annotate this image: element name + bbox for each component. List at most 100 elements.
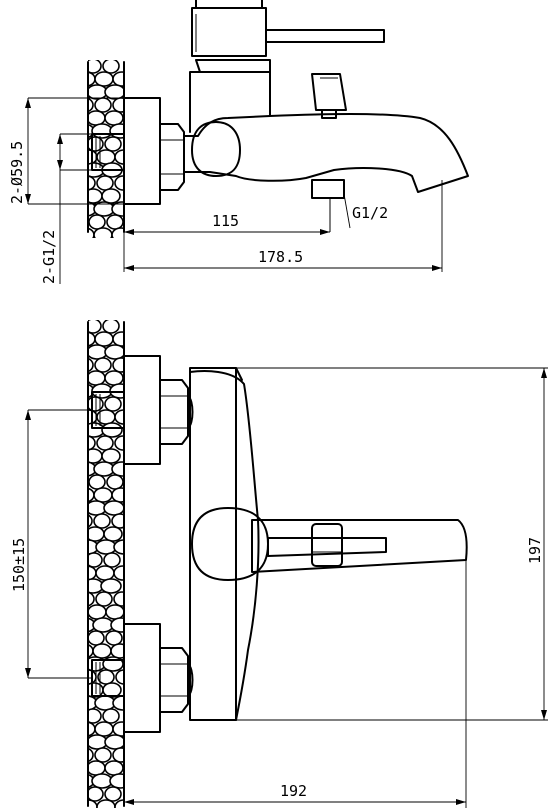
wall-stone (88, 474, 106, 490)
wall-stone (88, 786, 104, 802)
label-body-width: 192 (280, 782, 307, 800)
front-view: 150±15 197 192 (10, 320, 548, 808)
wall-stone (104, 396, 122, 412)
wall-stone (88, 320, 102, 334)
wall-stone (88, 708, 102, 724)
wall-stone (88, 643, 94, 659)
wall-stone (88, 175, 96, 191)
wall-stone (88, 552, 103, 568)
wall-stone (92, 643, 112, 659)
wall-stone (88, 188, 103, 204)
wall-stone (88, 760, 106, 776)
wall-stone (115, 669, 124, 685)
hex-nut-top (159, 123, 185, 191)
wall-stone (113, 591, 124, 607)
wall-stone (114, 799, 124, 808)
wall-stone (112, 97, 124, 113)
wall-stone (111, 201, 124, 217)
wall-stone (111, 487, 124, 503)
wall-stone (88, 591, 95, 607)
label-overall-depth: 178.5 (258, 248, 303, 266)
wall-stone (88, 370, 106, 386)
wall-stone (114, 409, 124, 425)
wall-stone (102, 682, 122, 698)
label-inlet-spacing: 150±15 (10, 538, 28, 592)
wall-stone (102, 320, 120, 334)
wall-stone (88, 721, 96, 737)
wall-flange-upper (123, 355, 161, 465)
wall-stone (109, 123, 124, 139)
wall-stone (93, 461, 115, 477)
faucet-body-side (183, 0, 469, 232)
wall-stone (96, 175, 114, 191)
wall-stone (112, 747, 124, 763)
wall-stone (88, 448, 103, 464)
wall-stone (88, 344, 108, 360)
wall-stone (93, 227, 113, 238)
wall-stone (88, 97, 94, 113)
wall-stone (88, 461, 97, 477)
wall-stone (88, 331, 96, 347)
dim-spout-reach: 115 (123, 204, 330, 272)
wall-stone (112, 331, 124, 347)
dim-body-height: 197 (236, 367, 548, 721)
wall-stone (104, 110, 124, 126)
wall-stone (112, 357, 124, 373)
wall-stone (104, 84, 124, 100)
wall-stone (94, 97, 112, 113)
wall-stone (91, 773, 113, 789)
wall-stone (111, 513, 124, 529)
wall-stone (91, 123, 113, 139)
wall-stone (103, 526, 123, 542)
wall-stone (112, 721, 124, 737)
wall-stone (93, 513, 111, 529)
wall-stone (105, 630, 123, 646)
wall-stone (113, 539, 124, 555)
wall-stone (112, 71, 124, 87)
wall-stone (106, 214, 124, 230)
dim-overall-depth: 178.5 (124, 180, 443, 272)
wall-stone (95, 539, 117, 555)
label-spout-reach: 115 (212, 212, 239, 230)
wall-stone (88, 514, 93, 528)
wall-stone (102, 60, 120, 74)
wall-stone (104, 344, 124, 360)
wall-stone (94, 721, 114, 737)
wall-stone (88, 747, 94, 763)
wall-stone (102, 708, 120, 724)
wall-stone (88, 617, 96, 633)
label-pipe-diameter: 2-Ø59.5 (8, 141, 26, 204)
wall-stone (96, 435, 114, 451)
dim-inlet-spacing: 150±15 (10, 409, 92, 679)
wall-stone (96, 799, 116, 808)
wall-stone (95, 565, 115, 581)
wall-stone (109, 773, 124, 789)
hex-nut-lower (159, 647, 194, 713)
wall-stone (88, 71, 96, 87)
wall-stone (88, 604, 107, 620)
wall-stone (101, 188, 121, 204)
wall-stone (103, 500, 124, 516)
wall-stone (104, 786, 122, 802)
wall-stone (101, 448, 121, 464)
label-inlet-thread: 2-G1/2 (40, 230, 58, 284)
wall-stone (88, 435, 96, 451)
wall-stone (88, 487, 95, 503)
wall-stone (114, 149, 124, 165)
inlet-pipe-top (91, 133, 125, 171)
wall-stone (88, 227, 95, 238)
wall-stone (88, 773, 95, 789)
dim-body-width: 192 (124, 560, 467, 808)
wall-stone (94, 695, 116, 711)
faucet-body-front (189, 367, 468, 721)
wall-stone (94, 357, 112, 373)
label-body-height: 197 (526, 537, 544, 564)
wall-stone (92, 617, 114, 633)
wall-stone (88, 578, 104, 594)
wall-flange-top (123, 97, 161, 205)
wall-stone (105, 604, 124, 620)
wall-stone (104, 136, 122, 152)
wall-stone (88, 60, 102, 74)
wall-stone (88, 136, 104, 152)
